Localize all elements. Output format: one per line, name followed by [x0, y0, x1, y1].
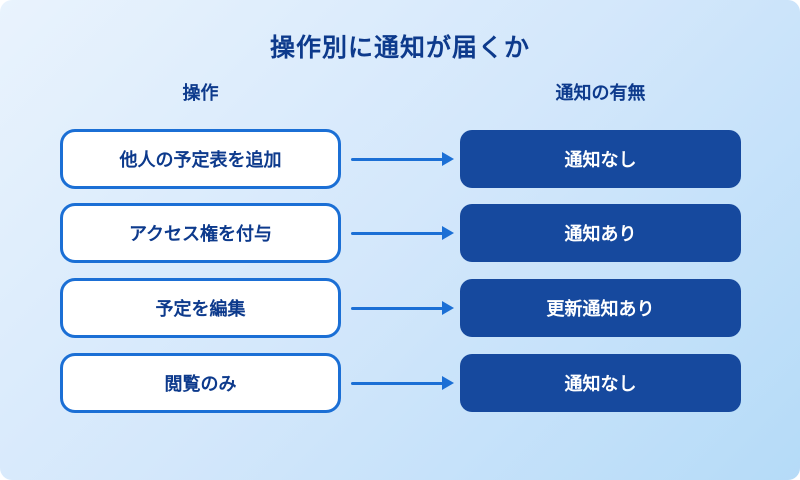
- operation-box: 予定を編集: [60, 278, 341, 338]
- notification-box: 通知なし: [460, 354, 741, 412]
- operation-label: アクセス権を付与: [128, 224, 273, 244]
- operation-box: 他人の予定表を追加: [60, 129, 341, 189]
- notification-label: 通知あり: [564, 224, 637, 244]
- diagram-row: 予定を編集 更新通知あり: [0, 278, 800, 338]
- column-header-notification: 通知の有無: [555, 83, 646, 103]
- notification-box: 通知なし: [460, 130, 741, 188]
- arrow-head: [442, 376, 454, 390]
- operation-label: 閲覧のみ: [164, 374, 237, 394]
- right-arrow-icon: [351, 353, 455, 413]
- notification-label: 通知なし: [564, 374, 637, 394]
- operation-label: 予定を編集: [155, 299, 246, 319]
- arrow-line: [351, 157, 443, 161]
- diagram-row: アクセス権を付与 通知あり: [0, 203, 800, 263]
- notification-label: 通知なし: [564, 150, 637, 170]
- arrow-head: [442, 226, 454, 240]
- operation-label: 他人の予定表を追加: [119, 150, 282, 170]
- arrow-line: [351, 306, 443, 310]
- operation-box: 閲覧のみ: [60, 353, 341, 413]
- notification-label: 更新通知あり: [546, 299, 655, 319]
- arrow-head: [442, 152, 454, 166]
- arrow-head: [442, 301, 454, 315]
- notification-box: 更新通知あり: [460, 279, 741, 337]
- right-arrow-icon: [351, 203, 455, 263]
- diagram-row: 他人の予定表を追加 通知なし: [0, 129, 800, 189]
- operation-box: アクセス権を付与: [60, 203, 341, 263]
- page-title: 操作別に通知が届くか: [269, 34, 530, 62]
- column-header-operation: 操作: [182, 83, 219, 103]
- right-arrow-icon: [351, 129, 455, 189]
- right-arrow-icon: [351, 278, 455, 338]
- diagram-row: 閲覧のみ 通知なし: [0, 353, 800, 413]
- notification-box: 通知あり: [460, 204, 741, 262]
- arrow-line: [351, 231, 443, 235]
- arrow-line: [351, 381, 443, 385]
